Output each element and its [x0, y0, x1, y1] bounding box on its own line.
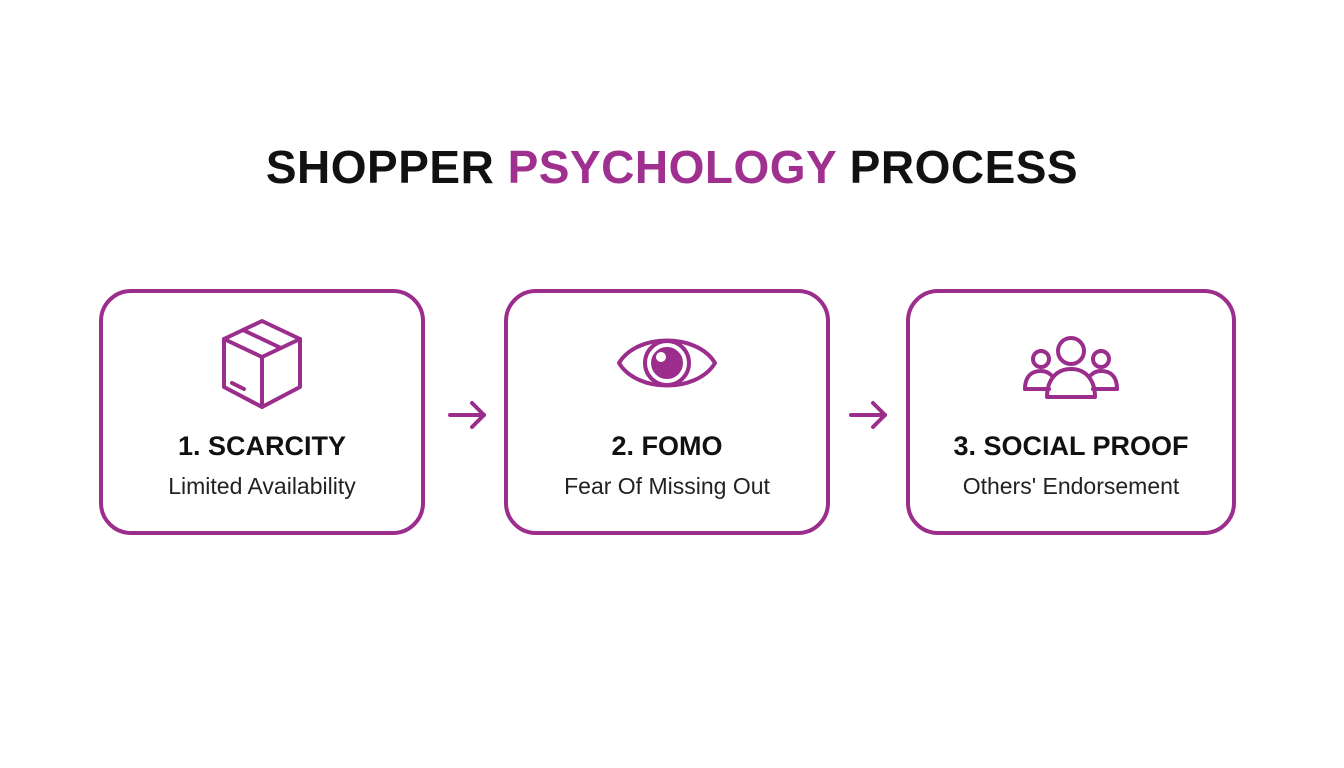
- page-title: SHOPPER PSYCHOLOGY PROCESS: [0, 137, 1344, 197]
- title-part-1: SHOPPER: [265, 141, 508, 193]
- step-title: 1. SCARCITY: [177, 431, 347, 461]
- step-subtitle: Limited Availability: [168, 473, 356, 499]
- step-title: 3. SOCIAL PROOF: [953, 431, 1189, 461]
- step-subtitle: Fear Of Missing Out: [564, 473, 770, 499]
- title-part-3: PROCESS: [836, 141, 1079, 193]
- step-title: 2. FOMO: [611, 431, 723, 461]
- group-icon: [1021, 317, 1121, 413]
- title-accent: PSYCHOLOGY: [507, 141, 837, 193]
- step-card-fomo: 2. FOMO Fear Of Missing Out: [504, 289, 830, 535]
- eye-icon: [617, 317, 717, 413]
- step-card-scarcity: 1. SCARCITY Limited Availability: [99, 289, 425, 535]
- arrow-right-icon: [446, 398, 490, 432]
- arrow-right-icon: [847, 398, 891, 432]
- step-subtitle: Others' Endorsement: [962, 473, 1180, 499]
- step-card-social-proof: 3. SOCIAL PROOF Others' Endorsement: [906, 289, 1236, 535]
- box-icon: [212, 317, 312, 413]
